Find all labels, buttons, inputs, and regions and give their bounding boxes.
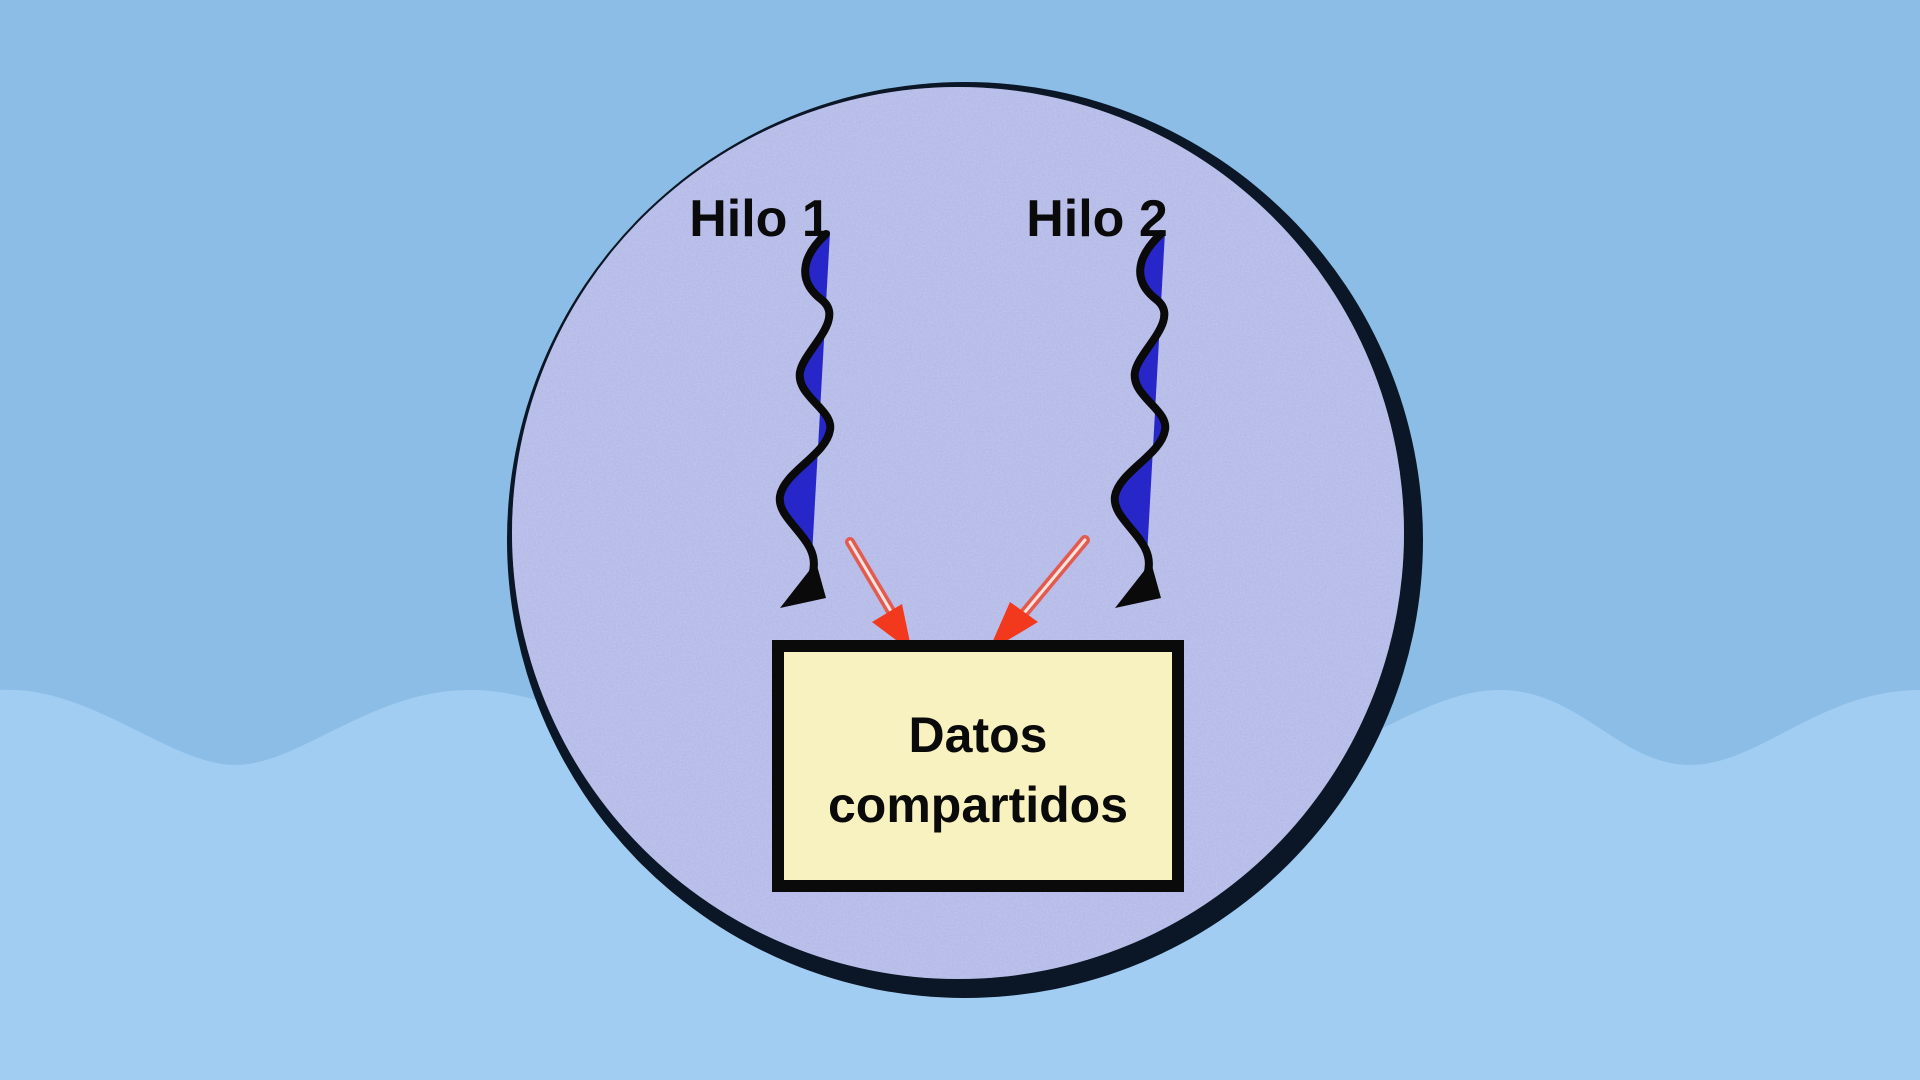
thread-2-line: [1110, 230, 1170, 608]
access-arrow-2: [988, 535, 1090, 652]
shared-data-label-line2: compartidos: [828, 777, 1128, 833]
thread-1-arrowhead: [780, 562, 826, 608]
thread-2-wave: [1110, 230, 1170, 579]
thread-2-arrowhead: [1115, 562, 1161, 608]
thread-1-wave: [775, 230, 835, 579]
thread-1-line: [775, 230, 835, 608]
thread-1-label: Hilo 1: [689, 190, 831, 248]
shared-data-box: Datos compartidos: [772, 640, 1184, 892]
thread-1-fill: [779, 232, 830, 556]
thread-2-label: Hilo 2: [1026, 190, 1168, 248]
shared-data-label-line1: Datos: [909, 707, 1048, 763]
thread-2-fill: [1114, 232, 1165, 556]
